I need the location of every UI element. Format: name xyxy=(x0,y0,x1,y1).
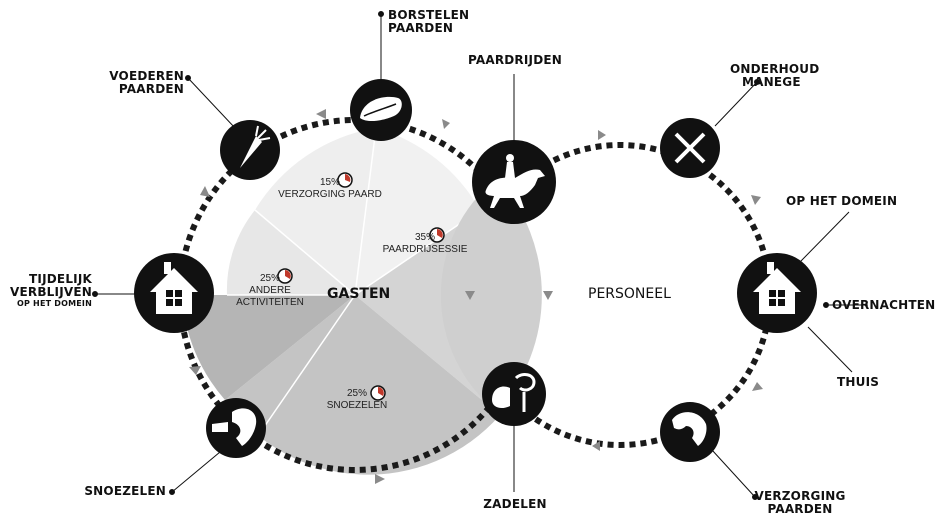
pie-slice-snoezelen xyxy=(225,295,500,475)
pie-slice-andere-bottom xyxy=(182,295,355,400)
node-zadelen xyxy=(482,362,546,426)
segment-paardrijsessie: 35% PAARDRIJSESSIE xyxy=(370,232,480,256)
segment-percent: 35% xyxy=(414,232,435,243)
saddle-icon xyxy=(492,373,536,412)
node-onderhoud xyxy=(660,118,720,178)
carrot-icon xyxy=(240,125,271,168)
node-snoezelen xyxy=(206,398,266,458)
segment-percent: 25% xyxy=(259,273,280,284)
tools-icon xyxy=(674,132,706,164)
label-paardrijden: PAARDRIJDEN xyxy=(467,53,563,67)
hub-guests: GASTEN xyxy=(327,286,391,302)
node-borstelen xyxy=(350,79,412,141)
label-voederen: VOEDEREN PAARDEN xyxy=(109,69,184,96)
label-snoezelen: SNOEZELEN xyxy=(84,484,166,498)
brush-icon xyxy=(360,96,402,122)
label-thuis: THUIS xyxy=(837,375,880,389)
segment-percent: 15% xyxy=(319,177,340,188)
staff-overlap-shade xyxy=(440,178,542,412)
label-connectors xyxy=(92,11,868,500)
segment-label: SNOEZELEN xyxy=(326,400,388,411)
segment-verzorging: 15% VERZORGING PAARD xyxy=(270,177,390,201)
segment-label: ANDERE xyxy=(249,285,291,296)
horse-head-icon xyxy=(672,412,707,446)
segment-label: VERZORGING PAARD xyxy=(278,189,382,200)
label-borstelen: BORSTELEN PAARDEN xyxy=(388,8,470,35)
stopwatch-icons xyxy=(277,172,445,401)
stopwatch-icon xyxy=(429,227,445,243)
node-voederen xyxy=(220,120,280,180)
segment-label: PAARDRIJSESSIE xyxy=(382,244,468,255)
label-tijdelijk: TIJDELIJK VERBLIJVEN OP HET DOMEIN xyxy=(10,272,92,309)
label-domein: OP HET DOMEIN xyxy=(786,194,898,208)
node-domein xyxy=(737,253,817,333)
segment-andere: 25% ANDERE ACTIVITEITEN xyxy=(220,273,320,309)
label-onderhoud: ONDERHOUD MANEGE xyxy=(730,62,820,89)
hub-staff: PERSONEEL xyxy=(588,286,671,302)
flow-arrows xyxy=(189,109,763,484)
label-verzorging: VERZORGING PAARDEN xyxy=(754,489,846,516)
pie-slice-verzorging xyxy=(355,128,480,295)
hand-horse-icon xyxy=(212,408,257,446)
segment-snoezelen: 25% SNOEZELEN xyxy=(312,388,402,412)
pie-slice-andere-top xyxy=(255,128,376,295)
stopwatch-icon xyxy=(337,172,353,188)
house-icon xyxy=(753,262,801,314)
segment-label: ACTIVITEITEN xyxy=(236,297,304,308)
node-verzorging xyxy=(660,402,720,462)
node-paardrijden xyxy=(472,140,556,224)
stopwatch-icon xyxy=(370,385,386,401)
stopwatch-icon xyxy=(277,268,293,284)
label-overnachten: OVERNACHTEN xyxy=(832,298,936,312)
horse-rider-icon xyxy=(485,154,545,208)
segment-percent: 25% xyxy=(346,388,367,399)
node-tijdelijk xyxy=(134,253,214,333)
house-icon xyxy=(150,262,198,314)
label-zadelen: ZADELEN xyxy=(483,497,547,511)
